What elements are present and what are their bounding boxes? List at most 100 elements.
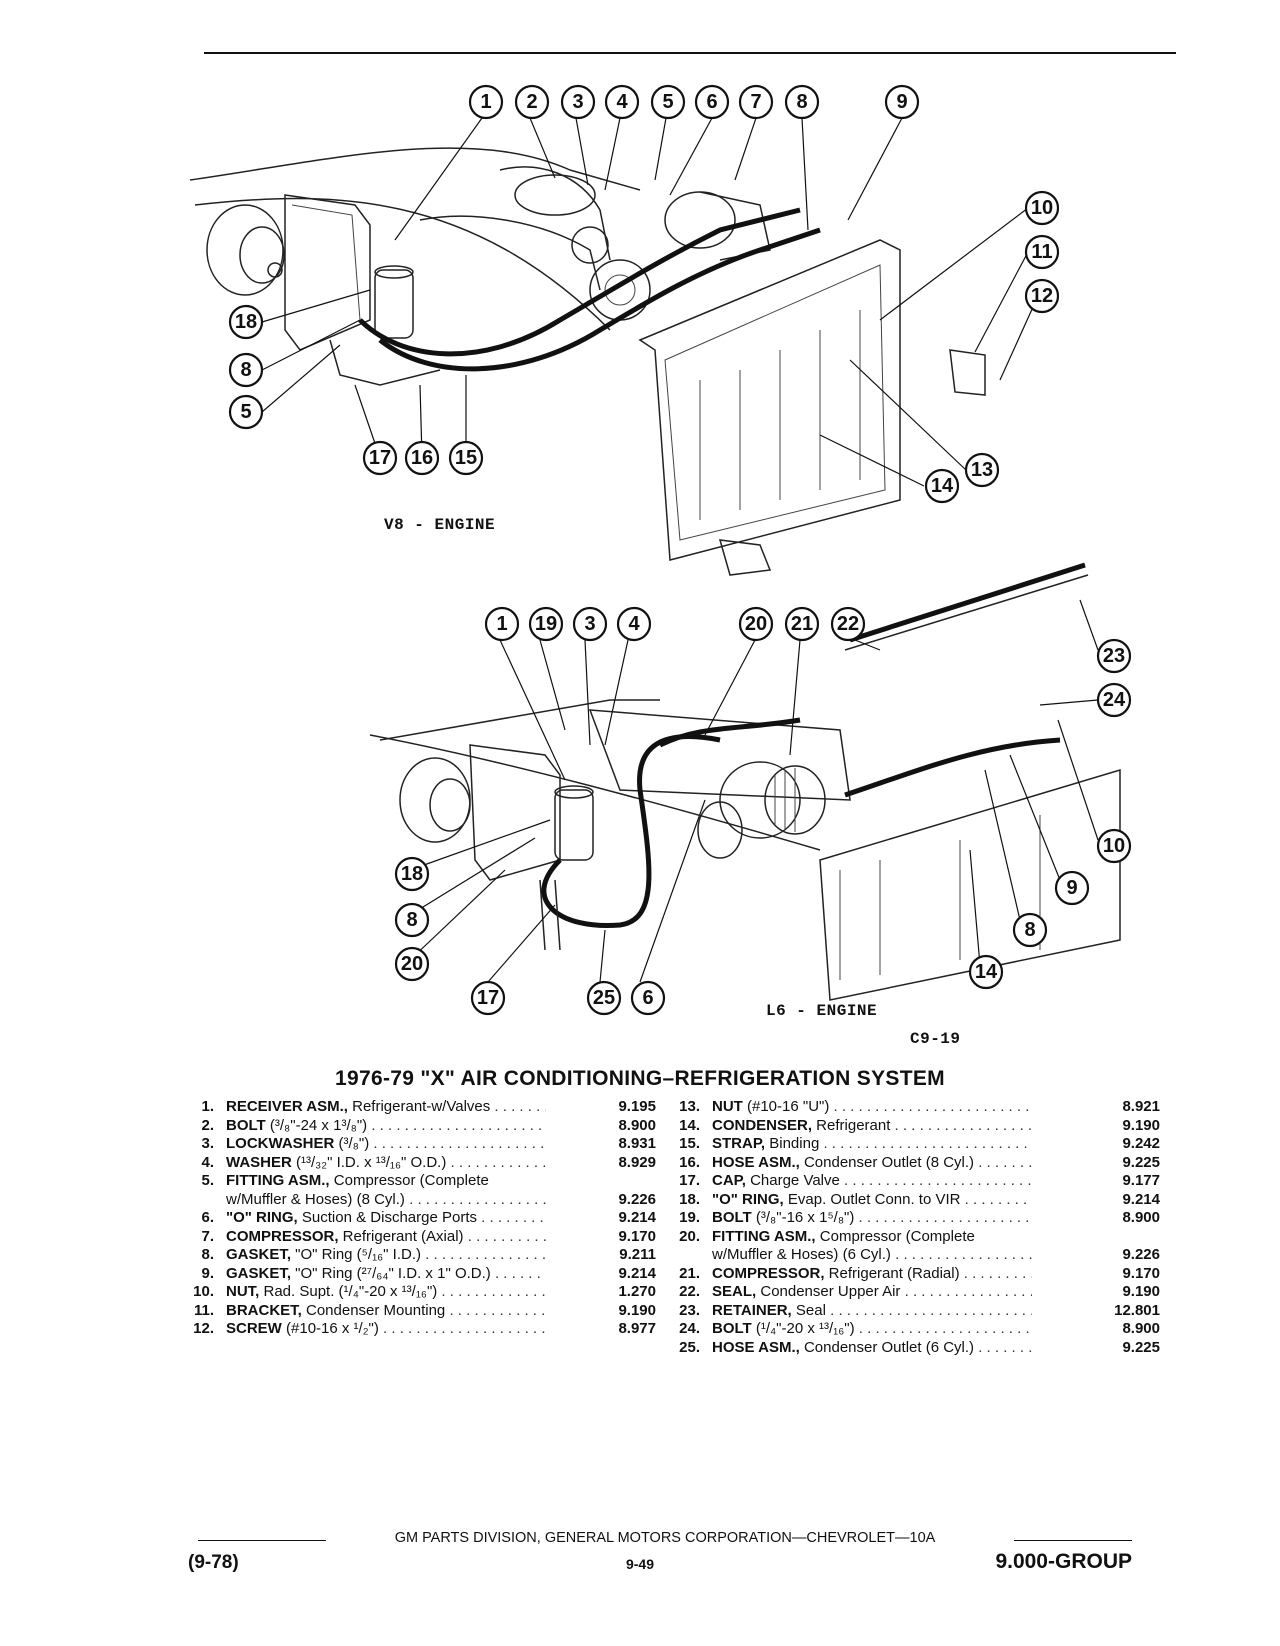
part-group-code: 1.270 <box>618 1283 656 1300</box>
svg-text:25: 25 <box>593 987 615 1009</box>
callout-v8-10: 10 <box>1024 190 1060 226</box>
leader-dots: . . . . . . . . . . . . . . . . . . . . … <box>467 1227 546 1245</box>
callout-l6-4: 4 <box>616 606 652 642</box>
callout-v8-6: 6 <box>694 84 730 120</box>
part-detail: (³/₈"-16 x 1⁵/₈") <box>751 1209 855 1226</box>
part-row: 5.FITTING ASM., Compressor (Complete <box>176 1172 656 1191</box>
part-name: GASKET, <box>226 1264 292 1282</box>
callout-l6-25: 25 <box>586 980 622 1016</box>
part-number: 20. <box>679 1227 700 1245</box>
svg-text:16: 16 <box>411 447 433 469</box>
part-group-code: 9.225 <box>1122 1338 1160 1356</box>
part-group-code: 8.977 <box>618 1320 656 1337</box>
callout-l6-8: 8 <box>1012 912 1048 948</box>
svg-text:14: 14 <box>931 475 954 497</box>
part-name: BOLT <box>712 1320 752 1337</box>
exploded-parts-diagram: 1 2 3 4 5 6 7 8 9 10 11 12 13 14 15 16 1… <box>189 84 1132 1016</box>
part-row: 15.STRAP, Binding . . . . . . . . . . . … <box>662 1135 1160 1154</box>
part-detail: (³/₈"-24 x 1³/₈") <box>265 1116 368 1134</box>
part-detail: Refrigerant (Axial) <box>338 1227 464 1245</box>
part-group-code: 9.226 <box>1122 1246 1160 1263</box>
leader-dots: . . . . . . . . . . . . . . . . . . . . … <box>823 1135 1032 1152</box>
callout-v8-12: 12 <box>1024 278 1060 314</box>
part-row: 16.HOSE ASM., Condenser Outlet (8 Cyl.) … <box>662 1154 1160 1173</box>
part-number: 2. <box>201 1116 214 1134</box>
part-detail: Refrigerant (Radial) <box>824 1264 960 1282</box>
leader-dots: . . . . . . . . . . . . . . . . . . . . … <box>895 1246 1032 1263</box>
part-description: "O" RING, Evap. Outlet Conn. to VIR . . … <box>712 1191 1032 1210</box>
part-description: SEAL, Condenser Upper Air . . . . . . . … <box>712 1283 1032 1302</box>
parts-list-right: 13.NUT (#10-16 "U") . . . . . . . . . . … <box>662 1098 1160 1357</box>
part-number: 23. <box>679 1301 700 1319</box>
part-name: COMPRESSOR, <box>226 1227 339 1245</box>
part-number: 1. <box>201 1098 214 1115</box>
part-row: 24.BOLT (¹/₄"-20 x ¹³/₁₆") . . . . . . .… <box>662 1320 1160 1339</box>
part-row: 18."O" RING, Evap. Outlet Conn. to VIR .… <box>662 1191 1160 1210</box>
callout-v8-13: 13 <box>964 452 1000 488</box>
leader-dots: . . . . . . . . . . . . . . . . . . . . … <box>494 1098 546 1115</box>
part-group-code: 9.214 <box>1122 1190 1160 1208</box>
footer-page-number: 9-49 <box>625 1556 655 1572</box>
part-group-code: 8.900 <box>1122 1209 1160 1226</box>
svg-text:19: 19 <box>535 613 557 635</box>
part-description: COMPRESSOR, Refrigerant (Radial) . . . .… <box>712 1265 1032 1284</box>
part-row: 7.COMPRESSOR, Refrigerant (Axial) . . . … <box>176 1228 656 1247</box>
part-row: 10.NUT, Rad. Supt. (¹/₄"-20 x ¹³/₁₆") . … <box>176 1283 656 1302</box>
callout-l6-17: 17 <box>470 980 506 1016</box>
part-number: 11. <box>193 1301 214 1319</box>
callout-v8-17: 17 <box>362 440 398 476</box>
top-rule <box>204 52 1176 54</box>
leader-dots: . . . . . . . . . . . . . . . . . . . . … <box>978 1153 1032 1171</box>
l6-engine-art <box>369 562 1121 1001</box>
part-group-code: 9.190 <box>1122 1283 1160 1300</box>
part-description: LOCKWASHER (³/₈") . . . . . . . . . . . … <box>226 1135 546 1154</box>
part-detail: w/Muffler & Hoses) (8 Cyl.) <box>226 1190 405 1208</box>
part-description: HOSE ASM., Condenser Outlet (8 Cyl.) . .… <box>712 1154 1032 1173</box>
part-group-code: 12.801 <box>1114 1301 1160 1319</box>
part-group-code: 9.190 <box>1122 1116 1160 1134</box>
part-number: 17. <box>679 1172 700 1189</box>
parts-list-left: 1.RECEIVER ASM., Refrigerant-w/Valves . … <box>176 1098 656 1339</box>
l6-callouts: 1 19 3 4 20 21 22 23 24 10 9 8 14 18 8 2… <box>394 606 1132 1016</box>
part-number: 25. <box>679 1338 700 1356</box>
callout-l6-23: 23 <box>1096 638 1132 674</box>
part-number: 10. <box>193 1283 214 1300</box>
callout-l6-6: 6 <box>630 980 666 1016</box>
svg-text:22: 22 <box>837 613 859 635</box>
callout-l6-14: 14 <box>968 954 1004 990</box>
footer-group: 9.000-GROUP <box>995 1550 1132 1573</box>
part-detail: (#10-16 "U") <box>742 1098 830 1115</box>
svg-text:4: 4 <box>616 91 628 113</box>
part-number: 3. <box>201 1135 214 1152</box>
callout-v8-8b: 8 <box>228 352 264 388</box>
svg-text:17: 17 <box>369 447 391 469</box>
part-row: w/Muffler & Hoses) (6 Cyl.) . . . . . . … <box>662 1246 1160 1265</box>
part-row: 1.RECEIVER ASM., Refrigerant-w/Valves . … <box>176 1098 656 1117</box>
svg-text:1: 1 <box>496 613 507 635</box>
v8-leader-lines <box>261 117 1039 487</box>
part-name: GASKET, <box>226 1246 292 1263</box>
leader-dots: . . . . . . . . . . . . . . . . . . . . … <box>383 1320 546 1337</box>
leader-dots: . . . . . . . . . . . . . . . . . . . . … <box>833 1098 1033 1115</box>
part-name: LOCKWASHER <box>226 1135 335 1152</box>
part-description: GASKET, "O" Ring (²⁷/₆₄" I.D. x 1" O.D.)… <box>226 1265 546 1284</box>
part-description: WASHER (¹³/₃₂" I.D. x ¹³/₁₆" O.D.) . . .… <box>226 1154 546 1173</box>
svg-text:11: 11 <box>1031 241 1052 263</box>
callout-l6-18: 18 <box>394 856 430 892</box>
part-name: COMPRESSOR, <box>712 1264 825 1282</box>
svg-text:8: 8 <box>1024 919 1035 941</box>
part-detail: (¹³/₃₂" I.D. x ¹³/₁₆" O.D.) <box>291 1153 447 1171</box>
part-detail: Rad. Supt. (¹/₄"-20 x ¹³/₁₆") <box>259 1283 438 1300</box>
callout-v8-11: 11 <box>1024 234 1060 270</box>
callout-v8-4: 4 <box>604 84 640 120</box>
part-group-code: 9.195 <box>618 1098 656 1115</box>
callout-v8-8: 8 <box>784 84 820 120</box>
callout-v8-7: 7 <box>738 84 774 120</box>
part-group-code: 9.211 <box>619 1246 656 1263</box>
l6-engine-label: L6 - ENGINE <box>766 1002 878 1020</box>
part-description: w/Muffler & Hoses) (8 Cyl.) . . . . . . … <box>226 1191 546 1210</box>
callout-v8-1: 1 <box>468 84 504 120</box>
part-detail: Condenser Outlet (8 Cyl.) <box>799 1153 975 1171</box>
part-row: 11.BRACKET, Condenser Mounting . . . . .… <box>176 1302 656 1321</box>
part-detail: Condenser Upper Air <box>756 1283 901 1300</box>
